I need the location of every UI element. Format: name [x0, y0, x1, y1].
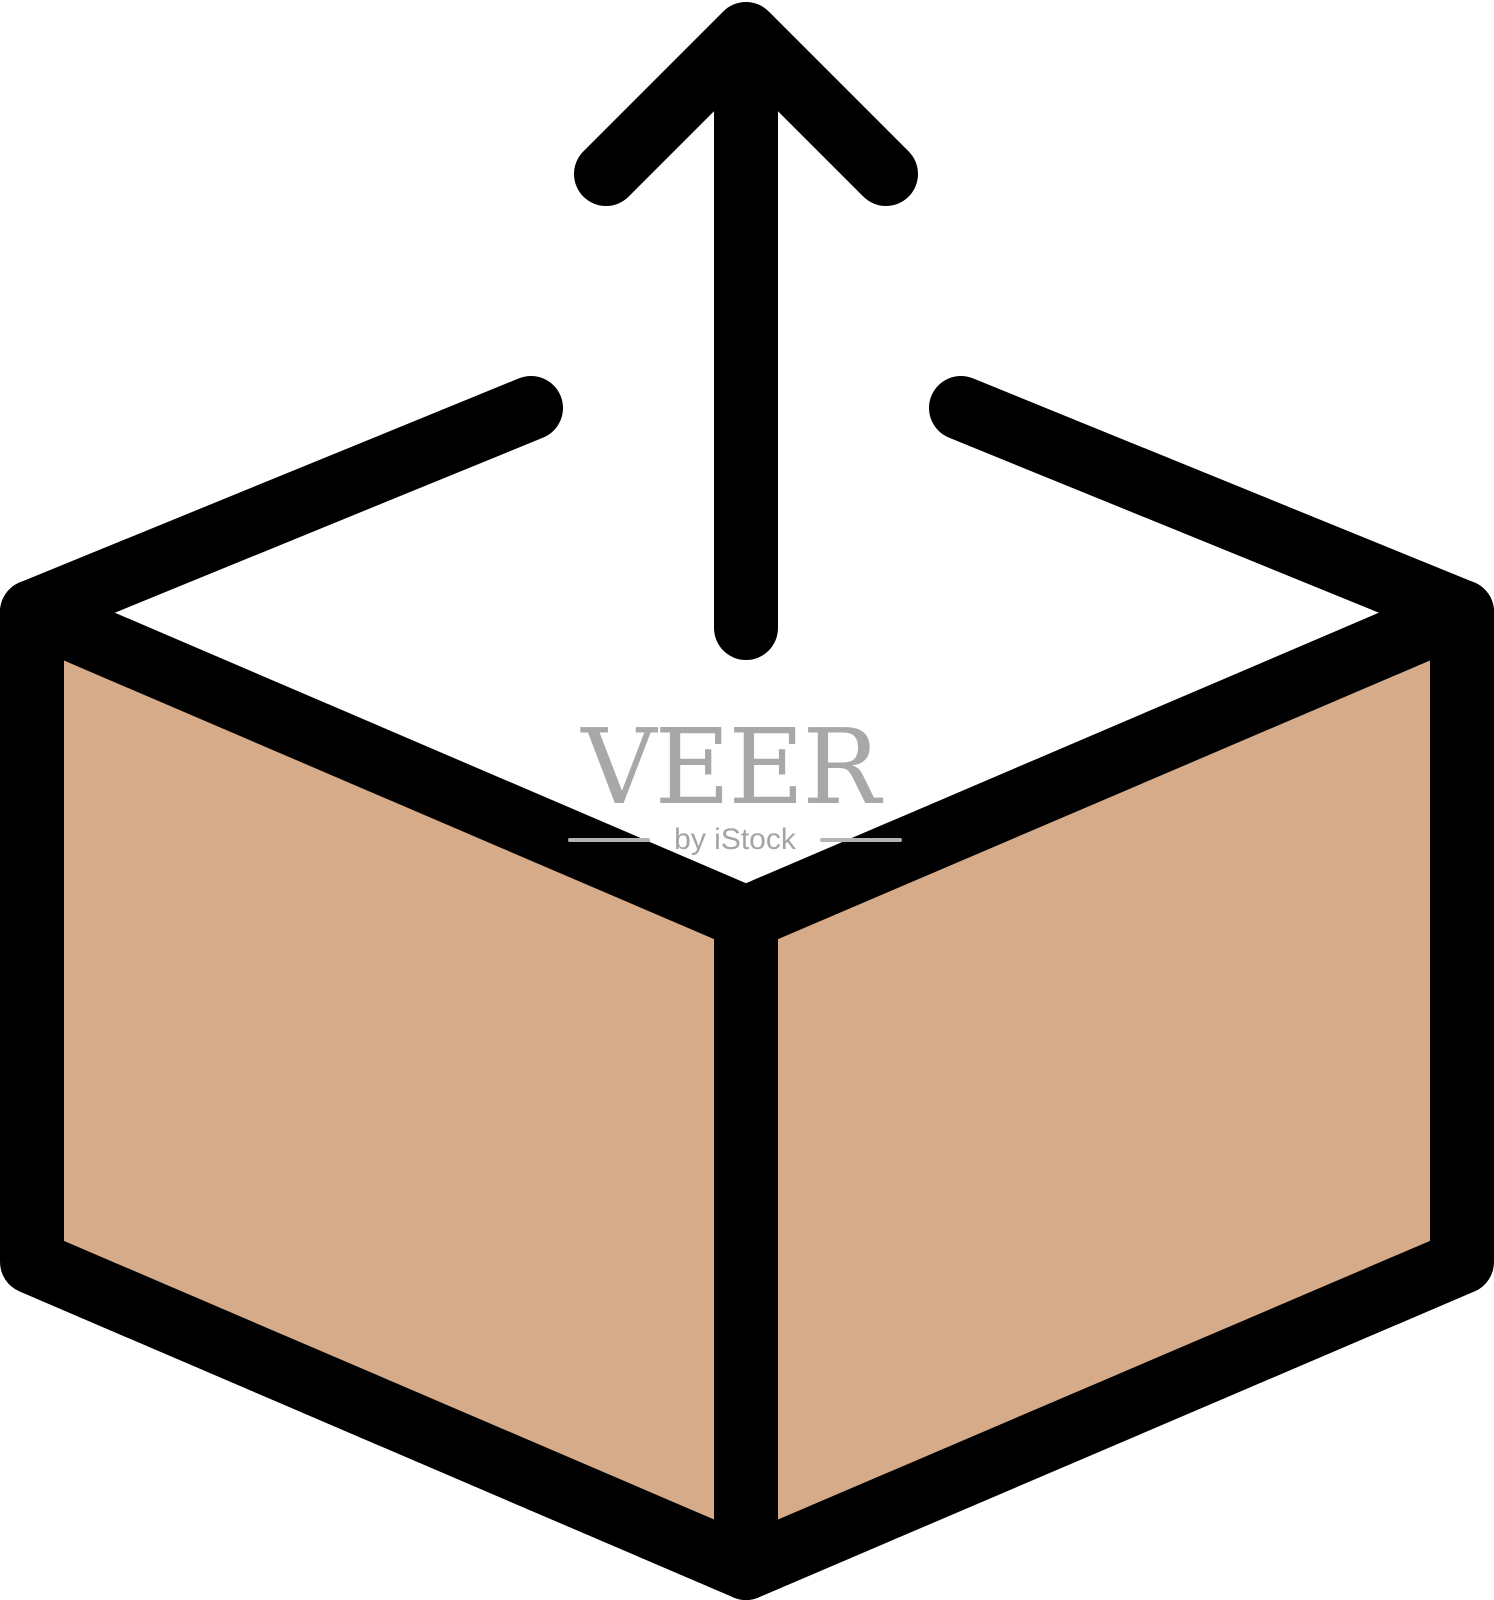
box-right-flap [929, 376, 1494, 644]
box-left-flap [0, 376, 563, 644]
arrow-head [574, 2, 918, 206]
